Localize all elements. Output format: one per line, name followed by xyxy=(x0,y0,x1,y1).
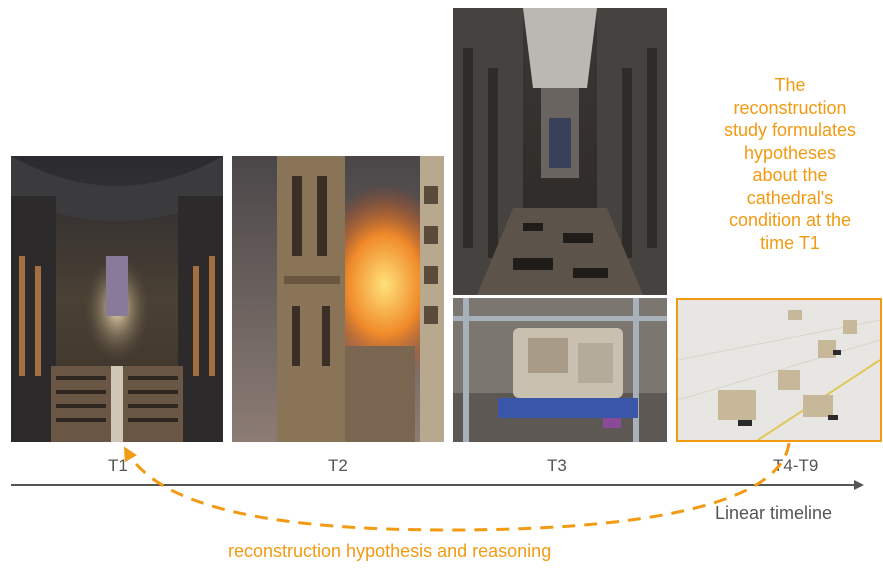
reasoning-caption: reconstruction hypothesis and reasoning xyxy=(228,541,552,561)
photo-t3-stones-pallet xyxy=(453,298,667,442)
annotation-line: hypotheses xyxy=(743,142,837,163)
timeline-name: Linear timeline xyxy=(715,503,833,523)
timeline-label-t2: T2 xyxy=(328,456,348,475)
photo-t2-fire xyxy=(232,156,444,442)
timeline-label-t1: T1 xyxy=(108,456,128,475)
annotation-line: time T1 xyxy=(760,232,820,253)
annotation-line: reconstruction xyxy=(733,97,847,118)
timeline-label-t4-t9: T4-T9 xyxy=(773,456,819,475)
annotation-note: The reconstruction study formulates hypo… xyxy=(700,74,880,254)
annotation-line: cathedral's xyxy=(746,187,834,208)
photo-t1-interior xyxy=(11,156,223,442)
photo-t3-aftermath xyxy=(453,8,667,295)
photo-t4-t9-stones-floor xyxy=(676,298,882,442)
annotation-line: condition at the xyxy=(728,210,852,230)
annotation-line: study formulates xyxy=(723,120,857,140)
timeline-label-t3: T3 xyxy=(547,456,567,475)
annotation-line: about the xyxy=(752,165,828,185)
reasoning-arrow xyxy=(124,442,791,532)
annotation-line: The xyxy=(774,75,806,95)
